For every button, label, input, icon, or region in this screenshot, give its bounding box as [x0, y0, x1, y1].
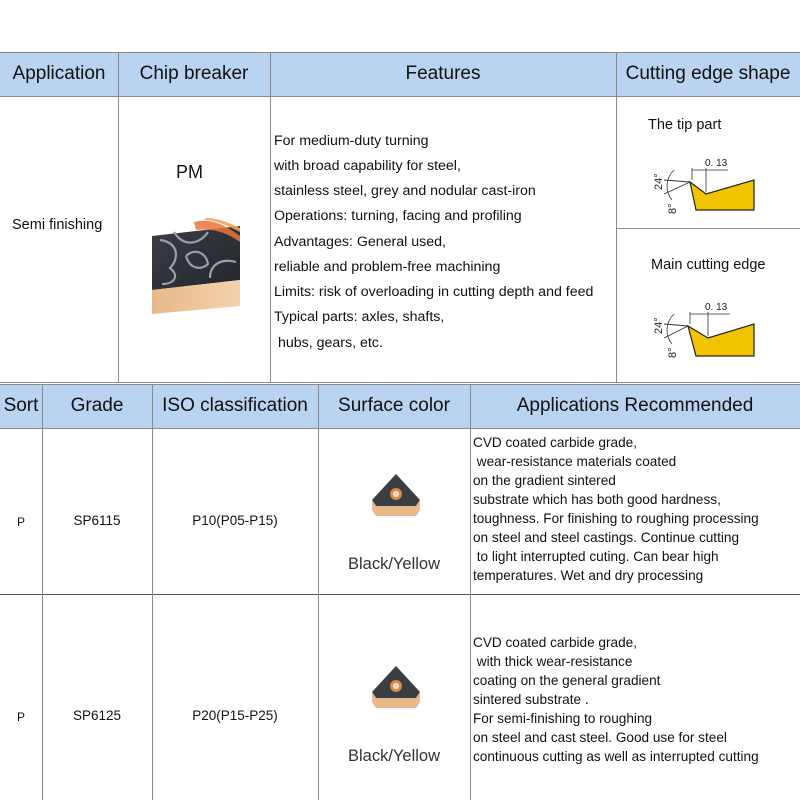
row2-app-line-6: on steel and cast steel. Good use for st…: [473, 730, 727, 745]
feature-line-6: reliable and problem-free machining: [274, 259, 501, 275]
edge-title-tip: The tip part: [648, 117, 722, 133]
row2-sort: P: [16, 710, 25, 724]
tip-edge-diagram: 0. 13 24° 8°: [653, 158, 755, 214]
row1-app-line-8: temperatures. Wet and dry processing: [473, 568, 704, 583]
row1-app-line-4: substrate which has both good hardness,: [473, 492, 721, 507]
header-cutting-edge-shape: Cutting edge shape: [625, 63, 791, 84]
feature-line-1: For medium-duty turning: [274, 133, 429, 149]
insert-chip-breaker-icon: [152, 218, 240, 314]
row1-app-line-3: on the gradient sintered: [473, 473, 616, 488]
tip-angle-bottom: 8°: [667, 203, 679, 214]
row2-grade: SP6125: [72, 708, 122, 723]
row2-iso: P20(P15-P25): [192, 708, 278, 723]
table2-header-row: [0, 384, 800, 428]
feature-line-2: with broad capability for steel,: [274, 158, 461, 174]
feature-line-5: Advantages: General used,: [274, 234, 446, 250]
row1-app-line-5: toughness. For finishing to roughing pro…: [473, 511, 759, 526]
insert-black-yellow-icon: [372, 666, 420, 708]
row1-app-line-7: to light interrupted cuting. Can bear hi…: [473, 549, 719, 564]
application-value: Semi finishing: [12, 217, 103, 233]
row2-app-line-4: sintered substrate .: [473, 692, 589, 707]
header-sort: Sort: [3, 395, 39, 416]
row1-iso: P10(P05-P15): [192, 513, 278, 528]
insert-black-yellow-icon: [372, 474, 420, 516]
row1-sort: P: [16, 515, 25, 529]
row2-app-line-3: coating on the general gradient: [473, 673, 661, 688]
row1-app-line-6: on steel and steel castings. Continue cu…: [473, 530, 740, 545]
header-application: Application: [12, 63, 106, 84]
header-chip-breaker: Chip breaker: [139, 63, 249, 84]
row2-app-line-2: with thick wear-resistance: [473, 654, 633, 669]
row1-grade: SP6115: [73, 513, 121, 528]
main-land-label: 0. 13: [705, 302, 728, 313]
header-iso: ISO classification: [162, 395, 308, 416]
feature-line-4: Operations: turning, facing and profilin…: [274, 208, 522, 224]
tip-land-label: 0. 13: [705, 158, 728, 169]
row1-app-line-1: CVD coated carbide grade,: [473, 435, 637, 450]
row2-surface-color: Black/Yellow: [347, 747, 441, 765]
feature-line-7: Limits: risk of overloading in cutting d…: [274, 284, 594, 300]
header-applications: Applications Recommended: [516, 395, 754, 416]
feature-line-9: hubs, gears, etc.: [274, 335, 383, 351]
row2-app-line-1: CVD coated carbide grade,: [473, 635, 637, 650]
feature-line-8: Typical parts: axles, shafts,: [274, 309, 445, 325]
main-angle-bottom: 8°: [667, 347, 679, 358]
table1-header-row: [0, 52, 800, 96]
header-grade: Grade: [70, 395, 124, 416]
header-surface-color: Surface color: [338, 395, 450, 416]
tip-angle-top: 24°: [653, 173, 665, 190]
row2-app-line-5: For semi-finishing to roughing: [473, 711, 653, 726]
edge-title-main: Main cutting edge: [651, 257, 766, 273]
row1-surface-color: Black/Yellow: [347, 555, 441, 573]
main-angle-top: 24°: [653, 317, 665, 334]
main-edge-diagram: 0. 13 24° 8°: [653, 302, 755, 358]
chip-breaker-name: PM: [176, 162, 203, 182]
feature-line-3: stainless steel, grey and nodular cast-i…: [274, 183, 536, 199]
header-features: Features: [405, 63, 481, 84]
row2-app-line-7: continuous cutting as well as interrupte…: [473, 749, 759, 764]
row1-app-line-2: wear-resistance materials coated: [473, 454, 677, 469]
